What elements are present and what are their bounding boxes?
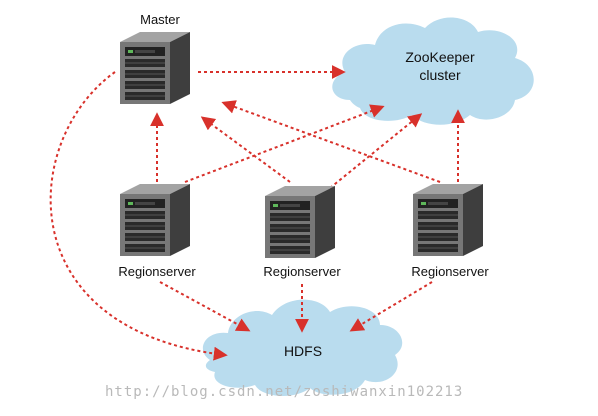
regionserver-1: Regionserver [118, 183, 196, 279]
arrows [49, 65, 465, 361]
hdfs-label: HDFS [284, 343, 322, 359]
arrow-rs1-to-zookeeper [184, 104, 385, 183]
regionserver-3: Regionserver [411, 183, 489, 279]
arrow-rs2-to-zookeeper [329, 113, 423, 189]
arrow-rs3-to-hdfs [349, 281, 433, 332]
arrow-master-to-hdfs [49, 71, 228, 361]
regionserver-1-label: Regionserver [118, 264, 196, 279]
arrow-rs1-to-hdfs [159, 281, 251, 332]
server-icon [412, 183, 484, 257]
arrow-rs2-to-master [200, 116, 291, 183]
arrow-rs3-to-master [221, 100, 441, 183]
zookeeper-cloud: ZooKeeper cluster [332, 17, 534, 125]
server-icon [119, 31, 191, 105]
watermark-text: http://blog.csdn.net/zoshiwanxin102213 [105, 384, 463, 400]
regionserver-2: Regionserver [263, 185, 341, 279]
master-label: Master [140, 12, 180, 27]
server-icon [264, 185, 336, 259]
regionserver-2-label: Regionserver [263, 264, 341, 279]
master-node: Master [119, 12, 191, 105]
regionserver-3-label: Regionserver [411, 264, 489, 279]
cloud-icon [332, 17, 534, 125]
zookeeper-label-line1: ZooKeeper [405, 49, 475, 65]
server-icon [119, 183, 191, 257]
zookeeper-label-line2: cluster [419, 67, 461, 83]
